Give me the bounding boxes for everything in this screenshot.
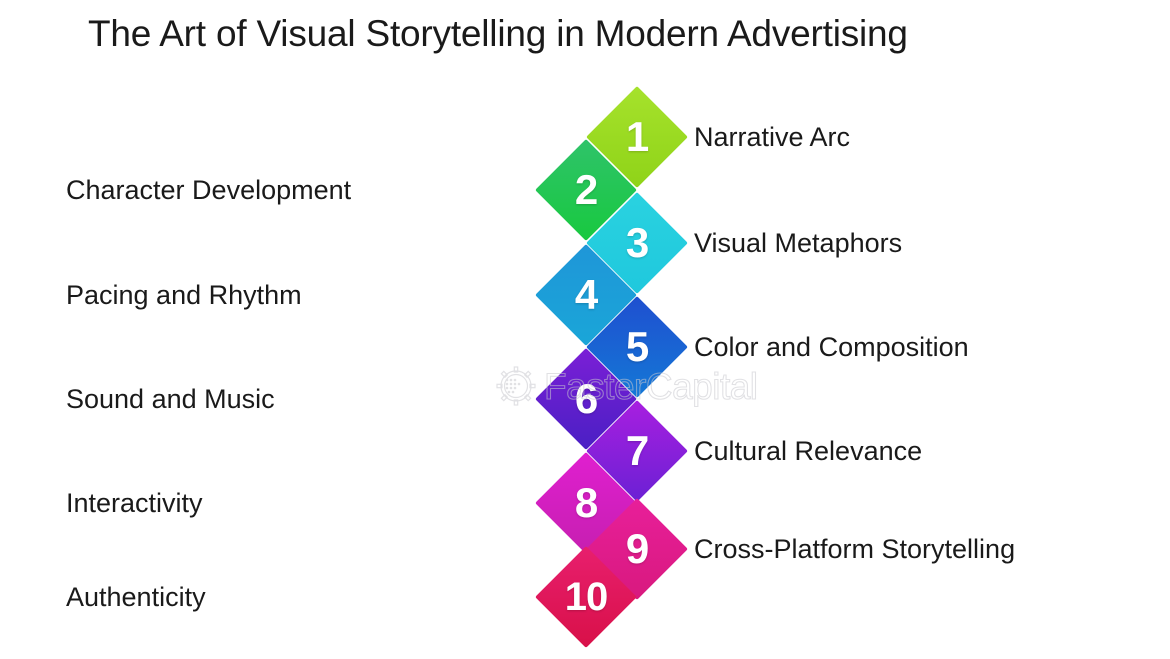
step-label-9: Cross-Platform Storytelling [694, 534, 1016, 564]
step-label-8: Interactivity [66, 488, 203, 518]
step-label-5: Color and Composition [694, 332, 969, 362]
step-label-2: Character Development [66, 175, 352, 205]
step-label-4: Pacing and Rhythm [66, 280, 302, 310]
step-label-7: Cultural Relevance [694, 436, 923, 466]
page-title: The Art of Visual Storytelling in Modern… [88, 13, 908, 54]
step-label-1: Narrative Arc [694, 122, 851, 152]
step-label-3: Visual Metaphors [694, 228, 903, 258]
step-label-6: Sound and Music [66, 384, 275, 414]
step-label-10: Authenticity [66, 582, 206, 612]
